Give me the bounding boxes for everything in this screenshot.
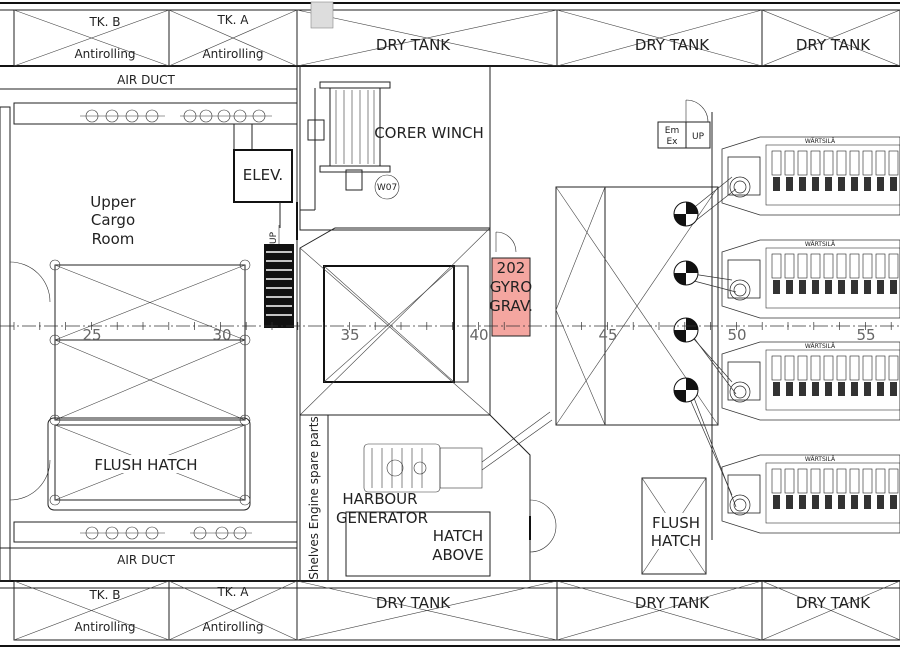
gyro-room: 202 GYRO GRAV. [489,231,533,337]
tank-b-top: TK. B Antirolling [74,15,135,61]
cargo-room-line-1: Upper [90,193,136,211]
fan-units [80,109,272,123]
dry-tank-bottom-3: DRY TANK [796,594,871,612]
shelves-label: Shelves Engine spare parts [307,416,321,579]
flush-hatch-left: FLUSH HATCH [47,417,251,511]
hatch-above-line-2: ABOVE [432,546,484,564]
flush-hatch-right-1: FLUSH [652,514,700,532]
frame-25: 25 [82,326,101,344]
main-engines: WÄRTSILÄ WÄRTSILÄ WÄRTSILÄ WÄRTSILÄ [673,136,900,534]
dry-tank-bottom-1: DRY TANK [376,594,451,612]
exit-label-2: Ex [666,137,678,147]
elevator: ELEV. [233,149,298,240]
exhaust-disc-icon [673,317,737,395]
hatch-above-line-1: HATCH [433,527,483,545]
main-engine: WÄRTSILÄ [721,136,900,216]
tank-name: TK. B [88,588,120,602]
engine-maker-label: WÄRTSILÄ [805,241,836,248]
cargo-room: Upper Cargo Room [0,66,301,582]
center-hatch [299,227,491,416]
air-duct-label: AIR DUCT [117,553,175,567]
tank-name: TK. B [88,15,120,29]
flush-hatch-right: FLUSH HATCH [641,477,707,575]
elevator-label: ELEV. [243,166,283,184]
cargo-room-line-2: Cargo [91,211,135,229]
harbour-generator-line-2: GENERATOR [336,509,428,527]
centerline: 25 30 35 40 45 50 55 [0,322,900,344]
cargo-hatch-upper [49,259,251,426]
stair-up-label: UP [269,231,279,244]
tank-name: TK. A [216,585,249,599]
flush-hatch-label: FLUSH HATCH [94,456,197,474]
gyro-code: 202 [497,259,526,277]
main-engine: WÄRTSILÄ [721,341,900,421]
dry-tank-top-3: DRY TANK [796,36,871,54]
main-engine: WÄRTSILÄ [721,239,900,319]
frame-55: 55 [856,326,875,344]
room-code: W07 [377,183,397,193]
stair-up-right: UP [692,132,705,142]
tank-sub: Antirolling [74,47,135,61]
flush-hatch-right-2: HATCH [651,532,701,550]
exhaust-disc-icon [673,176,737,227]
frame-45: 45 [598,326,617,344]
emergency-exit: Em Ex UP [657,99,711,149]
frame-30: 30 [212,326,231,344]
tank-name: TK. A [216,13,249,27]
engine-maker-label: WÄRTSILÄ [805,138,836,145]
cargo-room-line-3: Room [92,230,135,248]
tank-sub: Antirolling [202,47,263,61]
frame-35: 35 [340,326,359,344]
tank-sub: Antirolling [202,620,263,634]
exhaust-disc-icon [673,260,737,293]
fan-units [80,526,252,540]
exit-label-1: Em [665,126,679,136]
harbour-generator-unit [363,411,553,493]
corer-winch-label: CORER WINCH [374,124,484,142]
frame-50: 50 [727,326,746,344]
stair-left: UP [264,225,294,328]
dry-tank-top-2: DRY TANK [635,36,710,54]
bottom-tank-row [13,580,900,641]
frame-40: 40 [469,326,488,344]
tank-a-bottom: TK. A Antirolling [202,585,263,634]
lower-center: Shelves Engine spare parts HARBOUR GENER… [299,411,557,582]
tank-b-bottom: TK. B Antirolling [74,588,135,634]
harbour-generator-line-1: HARBOUR [342,490,417,508]
gyro-sub: GRAV. [489,297,533,315]
tank-sub: Antirolling [74,620,135,634]
air-duct-label: AIR DUCT [117,73,175,87]
dry-tank-top-1: DRY TANK [376,36,451,54]
engine-maker-label: WÄRTSILÄ [805,456,836,463]
dry-tank-bottom-2: DRY TANK [635,594,710,612]
tank-a-top: TK. A Antirolling [202,13,263,61]
top-tank-row [13,1,900,67]
exhaust-disc-icon [673,377,737,508]
engine-maker-label: WÄRTSILÄ [805,343,836,350]
gyro-label: GYRO [490,278,532,296]
main-engine: WÄRTSILÄ [721,454,900,534]
